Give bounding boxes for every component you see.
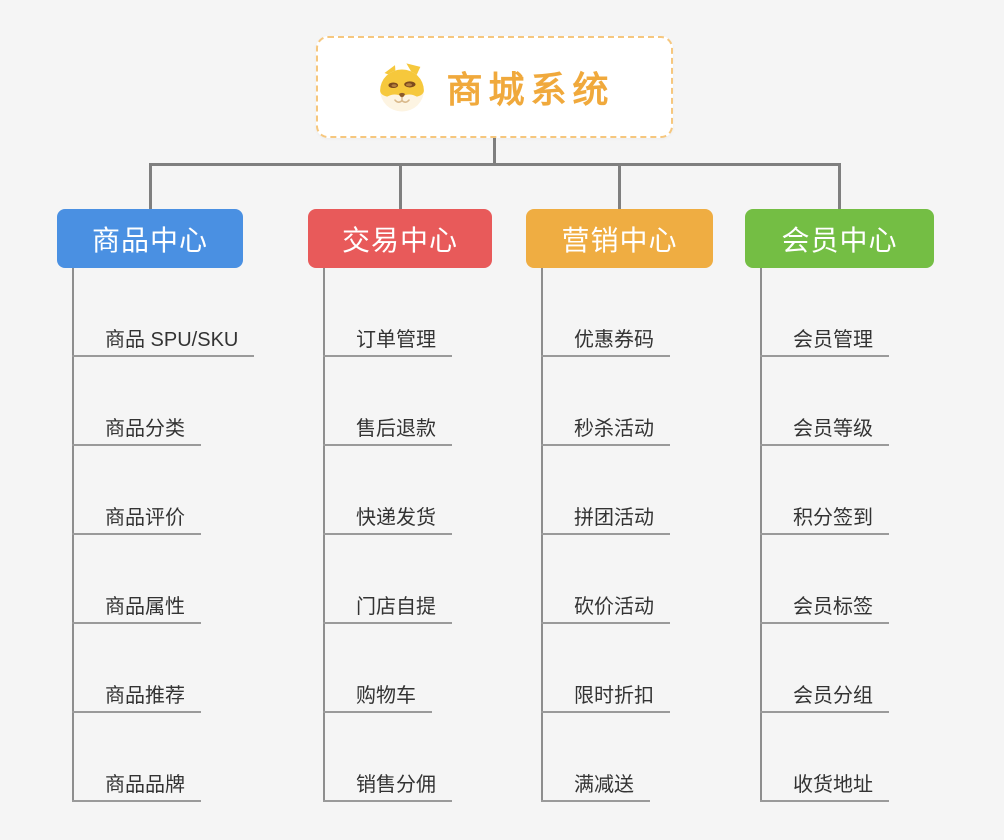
leaf-item[interactable]: 满减送	[541, 770, 650, 802]
leaf-item[interactable]: 快递发货	[323, 503, 452, 535]
root-node[interactable]: 商城系统	[316, 36, 673, 138]
leaf-item[interactable]: 商品评价	[72, 503, 201, 535]
connector-line	[148, 163, 152, 209]
leaf-item[interactable]: 限时折扣	[541, 681, 670, 713]
connector-line	[838, 163, 841, 209]
leaf-item[interactable]: 拼团活动	[541, 503, 670, 535]
branch-node[interactable]: 会员中心	[745, 209, 934, 268]
leaf-item[interactable]: 售后退款	[323, 414, 452, 446]
connector-line	[618, 163, 621, 209]
leaf-item[interactable]: 砍价活动	[541, 592, 670, 624]
leaf-item[interactable]: 销售分佣	[323, 770, 452, 802]
branch-spine-line	[72, 268, 74, 802]
leaf-item[interactable]: 会员等级	[760, 414, 889, 446]
leaf-item[interactable]: 收货地址	[760, 770, 889, 802]
leaf-item[interactable]: 商品属性	[72, 592, 201, 624]
branch-label: 交易中心	[341, 224, 458, 256]
branch-spine-line	[541, 268, 543, 802]
leaf-item[interactable]: 会员标签	[760, 592, 889, 624]
branch-label: 商品中心	[91, 224, 208, 256]
root-title: 商城系统	[446, 69, 615, 110]
leaf-item[interactable]: 商品品牌	[72, 770, 201, 802]
branch-node[interactable]: 交易中心	[308, 209, 492, 268]
branch-label: 营销中心	[561, 224, 678, 256]
leaf-item[interactable]: 商品推荐	[72, 681, 201, 713]
branch-node[interactable]: 商品中心	[57, 209, 243, 268]
leaf-item[interactable]: 商品 SPU/SKU	[72, 325, 255, 357]
branch-spine-line	[760, 268, 762, 802]
leaf-item[interactable]: 积分签到	[760, 503, 889, 535]
leaf-item[interactable]: 门店自提	[323, 592, 452, 624]
leaf-item[interactable]: 商品分类	[72, 414, 201, 446]
dog-face-icon	[380, 63, 425, 112]
branch-node[interactable]: 营销中心	[526, 209, 713, 268]
leaf-item[interactable]: 秒杀活动	[541, 414, 670, 446]
connector-line	[398, 163, 402, 209]
leaf-item[interactable]: 购物车	[323, 681, 432, 713]
leaf-item[interactable]: 会员分组	[760, 681, 889, 713]
branch-label: 会员中心	[781, 224, 898, 256]
leaf-item[interactable]: 优惠券码	[541, 325, 670, 357]
leaf-item[interactable]: 订单管理	[323, 325, 452, 357]
leaf-item[interactable]: 会员管理	[760, 325, 889, 357]
connector-line	[493, 138, 496, 166]
branch-spine-line	[323, 268, 325, 802]
connector-line	[148, 163, 841, 166]
